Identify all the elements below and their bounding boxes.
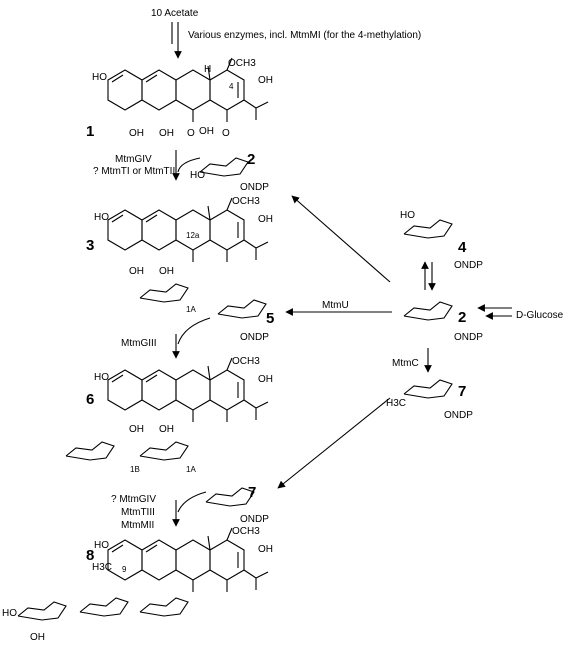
sugar-5 [217, 299, 267, 319]
sugar-7-right-h3c: H3C [386, 398, 406, 409]
compound-1-label: 1 [86, 123, 94, 140]
compound-8-label: 8 [86, 547, 94, 564]
c6-sugar-1B [65, 441, 115, 461]
branch-enzyme-mtmU: MtmU [322, 300, 349, 311]
sugar-4 [403, 219, 453, 239]
sugar-5-ondp: ONDP [240, 332, 269, 343]
c3-oh: OH [258, 214, 273, 225]
sugar-7-left [205, 487, 255, 507]
sugar-7-left-ondp: ONDP [240, 514, 269, 525]
compound-8-structure [107, 527, 269, 593]
step4-enzyme-2: MtmTIII [121, 507, 155, 518]
c8-chain-ho: HO [2, 608, 17, 619]
sugar-2-top-ondp: ONDP [240, 182, 269, 193]
c3-oh-bottom: OH [129, 266, 144, 277]
sugar-2-top-ho: HO [190, 170, 205, 181]
c1-oh-bottom-1: OH [129, 128, 144, 139]
c8-sugar-chain-1 [17, 601, 67, 621]
sugar-7-left-label: 7 [248, 484, 256, 501]
step2-enzyme-1: MtmGIV [115, 154, 152, 165]
c6-och3: OCH3 [232, 356, 260, 367]
step2-curve [177, 157, 201, 173]
sugar-7-right-label: 7 [458, 383, 466, 400]
c1-oh-center: OH [199, 126, 214, 137]
sugar-2-center-label: 2 [458, 309, 466, 326]
sugar-7-right [403, 379, 453, 399]
c8-pos9: 9 [122, 565, 127, 574]
c1-oh-bottom-2: OH [159, 128, 174, 139]
step1-note: Various enzymes, incl. MtmMI (for the 4-… [188, 30, 421, 41]
sugar-4-ho: HO [400, 210, 415, 221]
c8-sugar-chain-3 [139, 597, 189, 617]
step4-curve [177, 491, 207, 513]
c3-pos1A: 1A [186, 305, 196, 314]
c6-sugar-1A [139, 441, 189, 461]
c1-h: H [204, 64, 211, 75]
c8-sugar-chain-2 [79, 597, 129, 617]
step2-enzyme-2: ? MtmTI or MtmTII [93, 166, 175, 177]
c3-pos12a: 12a [186, 231, 200, 240]
step3-enzyme: MtmGIII [121, 338, 157, 349]
arrow-to-sugar-2-top [291, 195, 391, 283]
compound-6-structure [107, 357, 269, 423]
sugar-2-top-label: 2 [247, 151, 255, 168]
c6-oh-bottom-2: OH [159, 424, 174, 435]
substrate-label: D-Glucose [516, 310, 564, 321]
c1-o-1: O [187, 128, 195, 139]
c8-oh: OH [258, 544, 273, 555]
step3-curve [177, 317, 211, 345]
sugar-2-top [199, 157, 249, 177]
c6-oh: OH [258, 374, 273, 385]
compound-6-label: 6 [86, 391, 94, 408]
sugar-4-label: 4 [458, 239, 467, 256]
step4-enzyme-3: MtmMII [121, 520, 154, 531]
start-label: 10 Acetate [151, 8, 199, 19]
c6-ho: HO [94, 372, 109, 383]
c1-pos4: 4 [229, 82, 234, 91]
c3-och3: OCH3 [232, 196, 260, 207]
c8-ho: HO [94, 540, 109, 551]
c1-och3: OCH3 [228, 58, 256, 69]
sugar-4-ondp: ONDP [454, 260, 483, 271]
sugar-7-right-ondp: ONDP [444, 410, 473, 421]
compound-3-label: 3 [86, 237, 94, 254]
c1-ho: HO [92, 72, 107, 83]
c6-pos1A: 1A [186, 465, 196, 474]
c8-och3: OCH3 [232, 526, 260, 537]
branch-enzyme-mtmC: MtmC [392, 358, 419, 369]
sugar-2-center-ondp: ONDP [454, 332, 483, 343]
c1-oh-right: OH [258, 75, 273, 86]
c3-oh-bottom-2: OH [159, 266, 174, 277]
arrow-to-sugar-7-left [277, 397, 391, 489]
sugar-2-center [403, 301, 453, 321]
compound-3-structure [107, 197, 269, 263]
step4-enzyme-1: ? MtmGIV [111, 494, 156, 505]
c1-o-2: O [222, 128, 230, 139]
c6-pos1B: 1B [130, 465, 140, 474]
c3-sugar-1A [139, 283, 189, 303]
c3-ho: HO [94, 212, 109, 223]
c8-chain-oh: OH [30, 632, 45, 643]
sugar-5-label: 5 [266, 310, 274, 327]
c6-oh-bottom: OH [129, 424, 144, 435]
c8-h3c: H3C [92, 562, 112, 573]
